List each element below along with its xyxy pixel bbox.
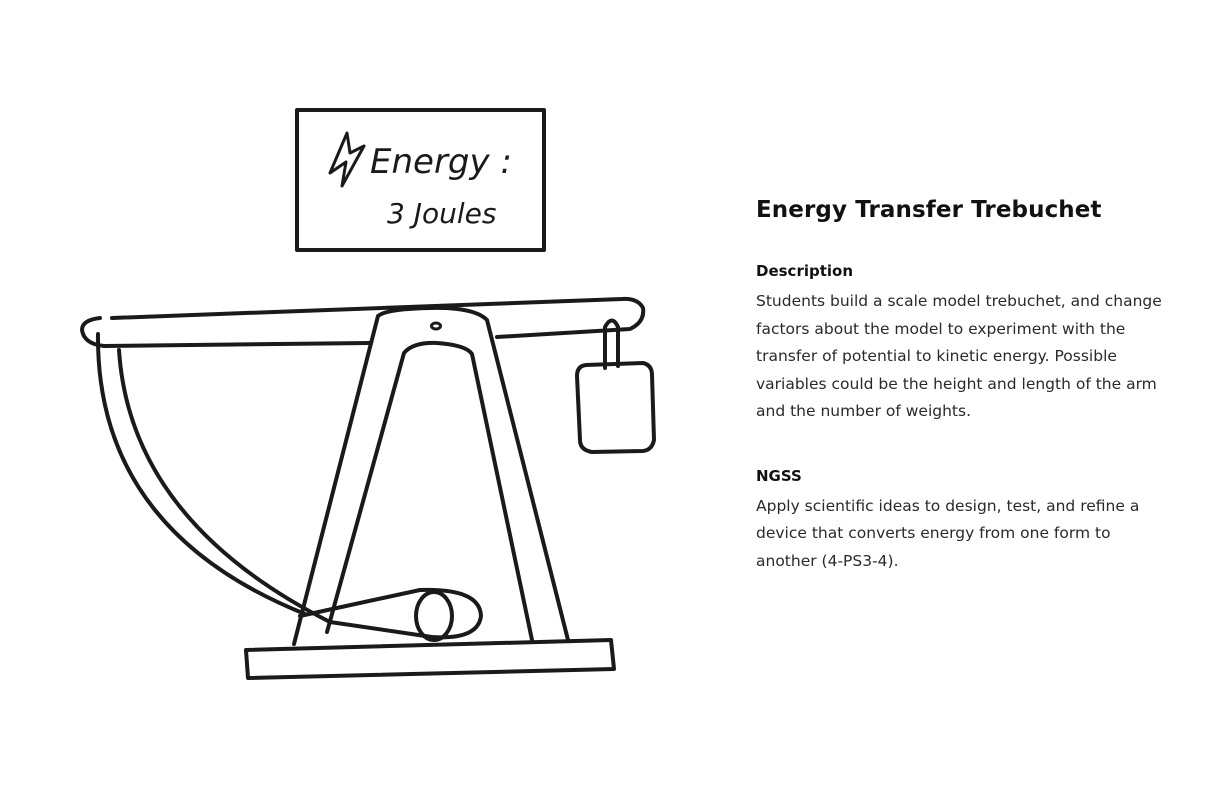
- lightning-bolt-icon: [328, 131, 366, 188]
- ngss-text: Apply scientific ideas to design, test, …: [756, 496, 1140, 570]
- a-frame-outer: [292, 305, 570, 646]
- energy-value: 3 Joules: [387, 197, 496, 230]
- sling-inner: [117, 348, 330, 623]
- counterweight-string: [603, 318, 620, 370]
- energy-sign-frame: [295, 108, 546, 252]
- description-text: Students build a scale model trebuchet, …: [756, 292, 1162, 420]
- projectile: [414, 590, 454, 642]
- throwing-arm: [80, 296, 646, 348]
- trebuchet-drawing: Energy : 3 Joules: [80, 108, 656, 680]
- ngss-heading: NGSS: [756, 466, 802, 485]
- info-panel: Energy Transfer Trebuchet Description St…: [756, 193, 1166, 575]
- sling-loop: [298, 587, 483, 640]
- counterweight: [575, 361, 656, 454]
- pivot-hole: [430, 321, 442, 331]
- trebuchet-illustration: Energy : 3 Joules: [80, 108, 656, 680]
- page-title: Energy Transfer Trebuchet: [756, 197, 1102, 223]
- description-heading: Description: [756, 262, 854, 280]
- sling-outer: [95, 332, 307, 616]
- a-frame-inner: [325, 340, 534, 642]
- base-board: [244, 638, 616, 680]
- energy-label: Energy :: [370, 142, 512, 182]
